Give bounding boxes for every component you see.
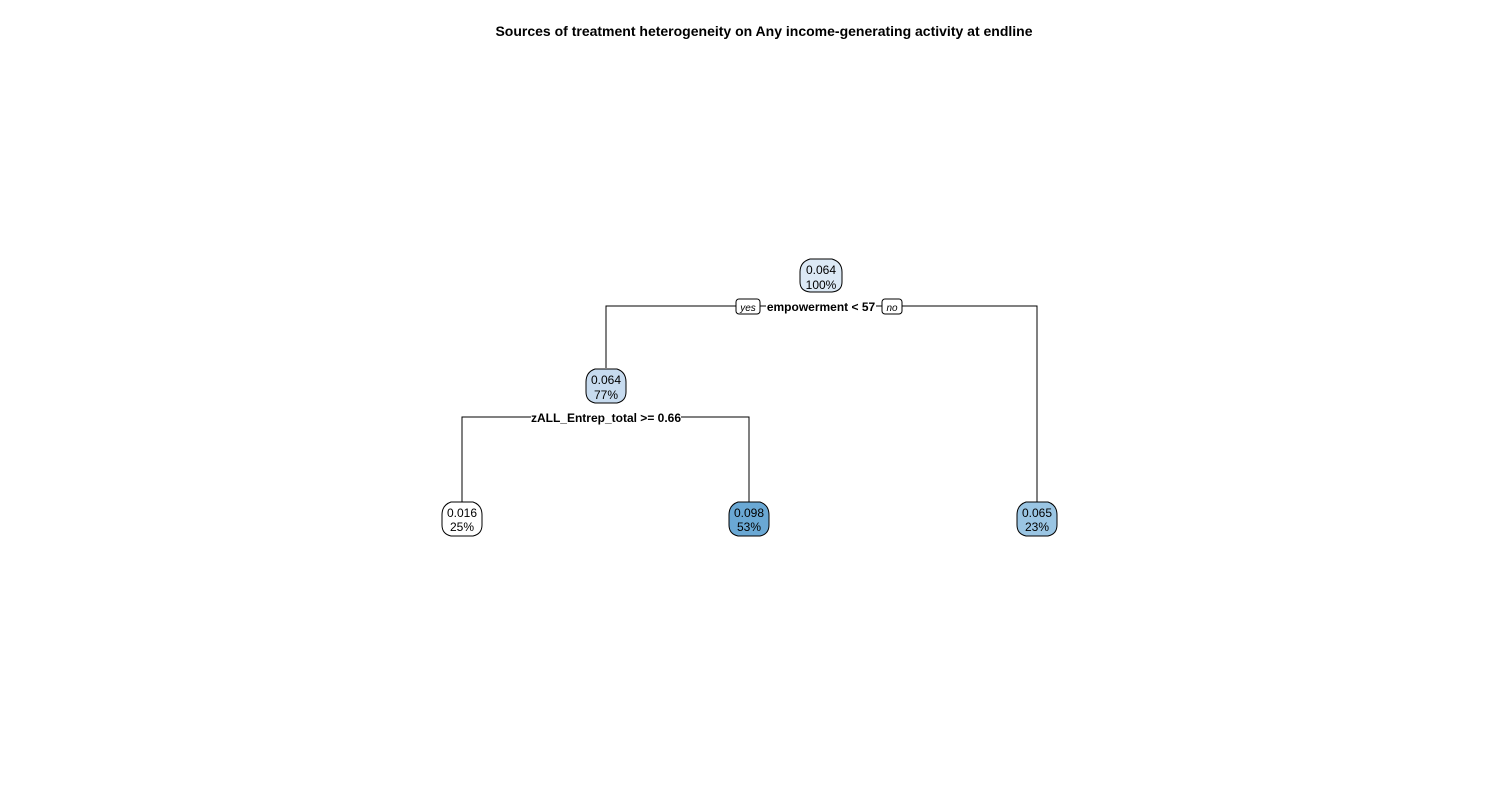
edge-left-leftleaf (461, 416, 531, 502)
leaf-r-percent: 23% (1025, 520, 1049, 534)
tree-leaf-ll: 0.016 25% (441, 501, 483, 537)
node-left-percent: 77% (594, 388, 618, 402)
split-left-rule: zALL_Entrep_total >= 0.66 (531, 411, 681, 425)
leaf-ll-percent: 25% (450, 520, 474, 534)
split-root: yes empowerment < 57 no (735, 298, 903, 315)
split-root-rule: empowerment < 57 (767, 300, 876, 314)
edge-root-right (902, 305, 1038, 502)
yes-tag: yes (739, 303, 756, 314)
leaf-lr-percent: 53% (737, 520, 761, 534)
no-tag-box (881, 298, 903, 315)
node-root-box (799, 258, 843, 293)
edge-left-rightleaf (681, 416, 750, 502)
leaf-lr-value: 0.098 (734, 506, 764, 520)
tree-edges (461, 305, 1038, 502)
leaf-r-value: 0.065 (1022, 506, 1052, 520)
no-tag: no (886, 303, 898, 314)
node-left-box (585, 368, 627, 404)
leaf-r-box (1016, 501, 1058, 537)
chart-title: Sources of treatment heterogeneity on An… (495, 23, 1032, 39)
leaf-ll-value: 0.016 (447, 506, 477, 520)
node-left-value: 0.064 (591, 373, 621, 387)
tree-leaf-lr: 0.098 53% (728, 501, 770, 537)
node-root-percent: 100% (806, 278, 837, 292)
node-root-value: 0.064 (806, 263, 836, 277)
tree-node-root: 0.064 100% (799, 258, 843, 293)
tree-leaf-r: 0.065 23% (1016, 501, 1058, 537)
leaf-lr-box (728, 501, 770, 537)
tree-node-left: 0.064 77% (585, 368, 627, 404)
leaf-ll-box (441, 501, 483, 537)
edge-root-left (605, 305, 736, 368)
yes-tag-box (735, 298, 761, 315)
